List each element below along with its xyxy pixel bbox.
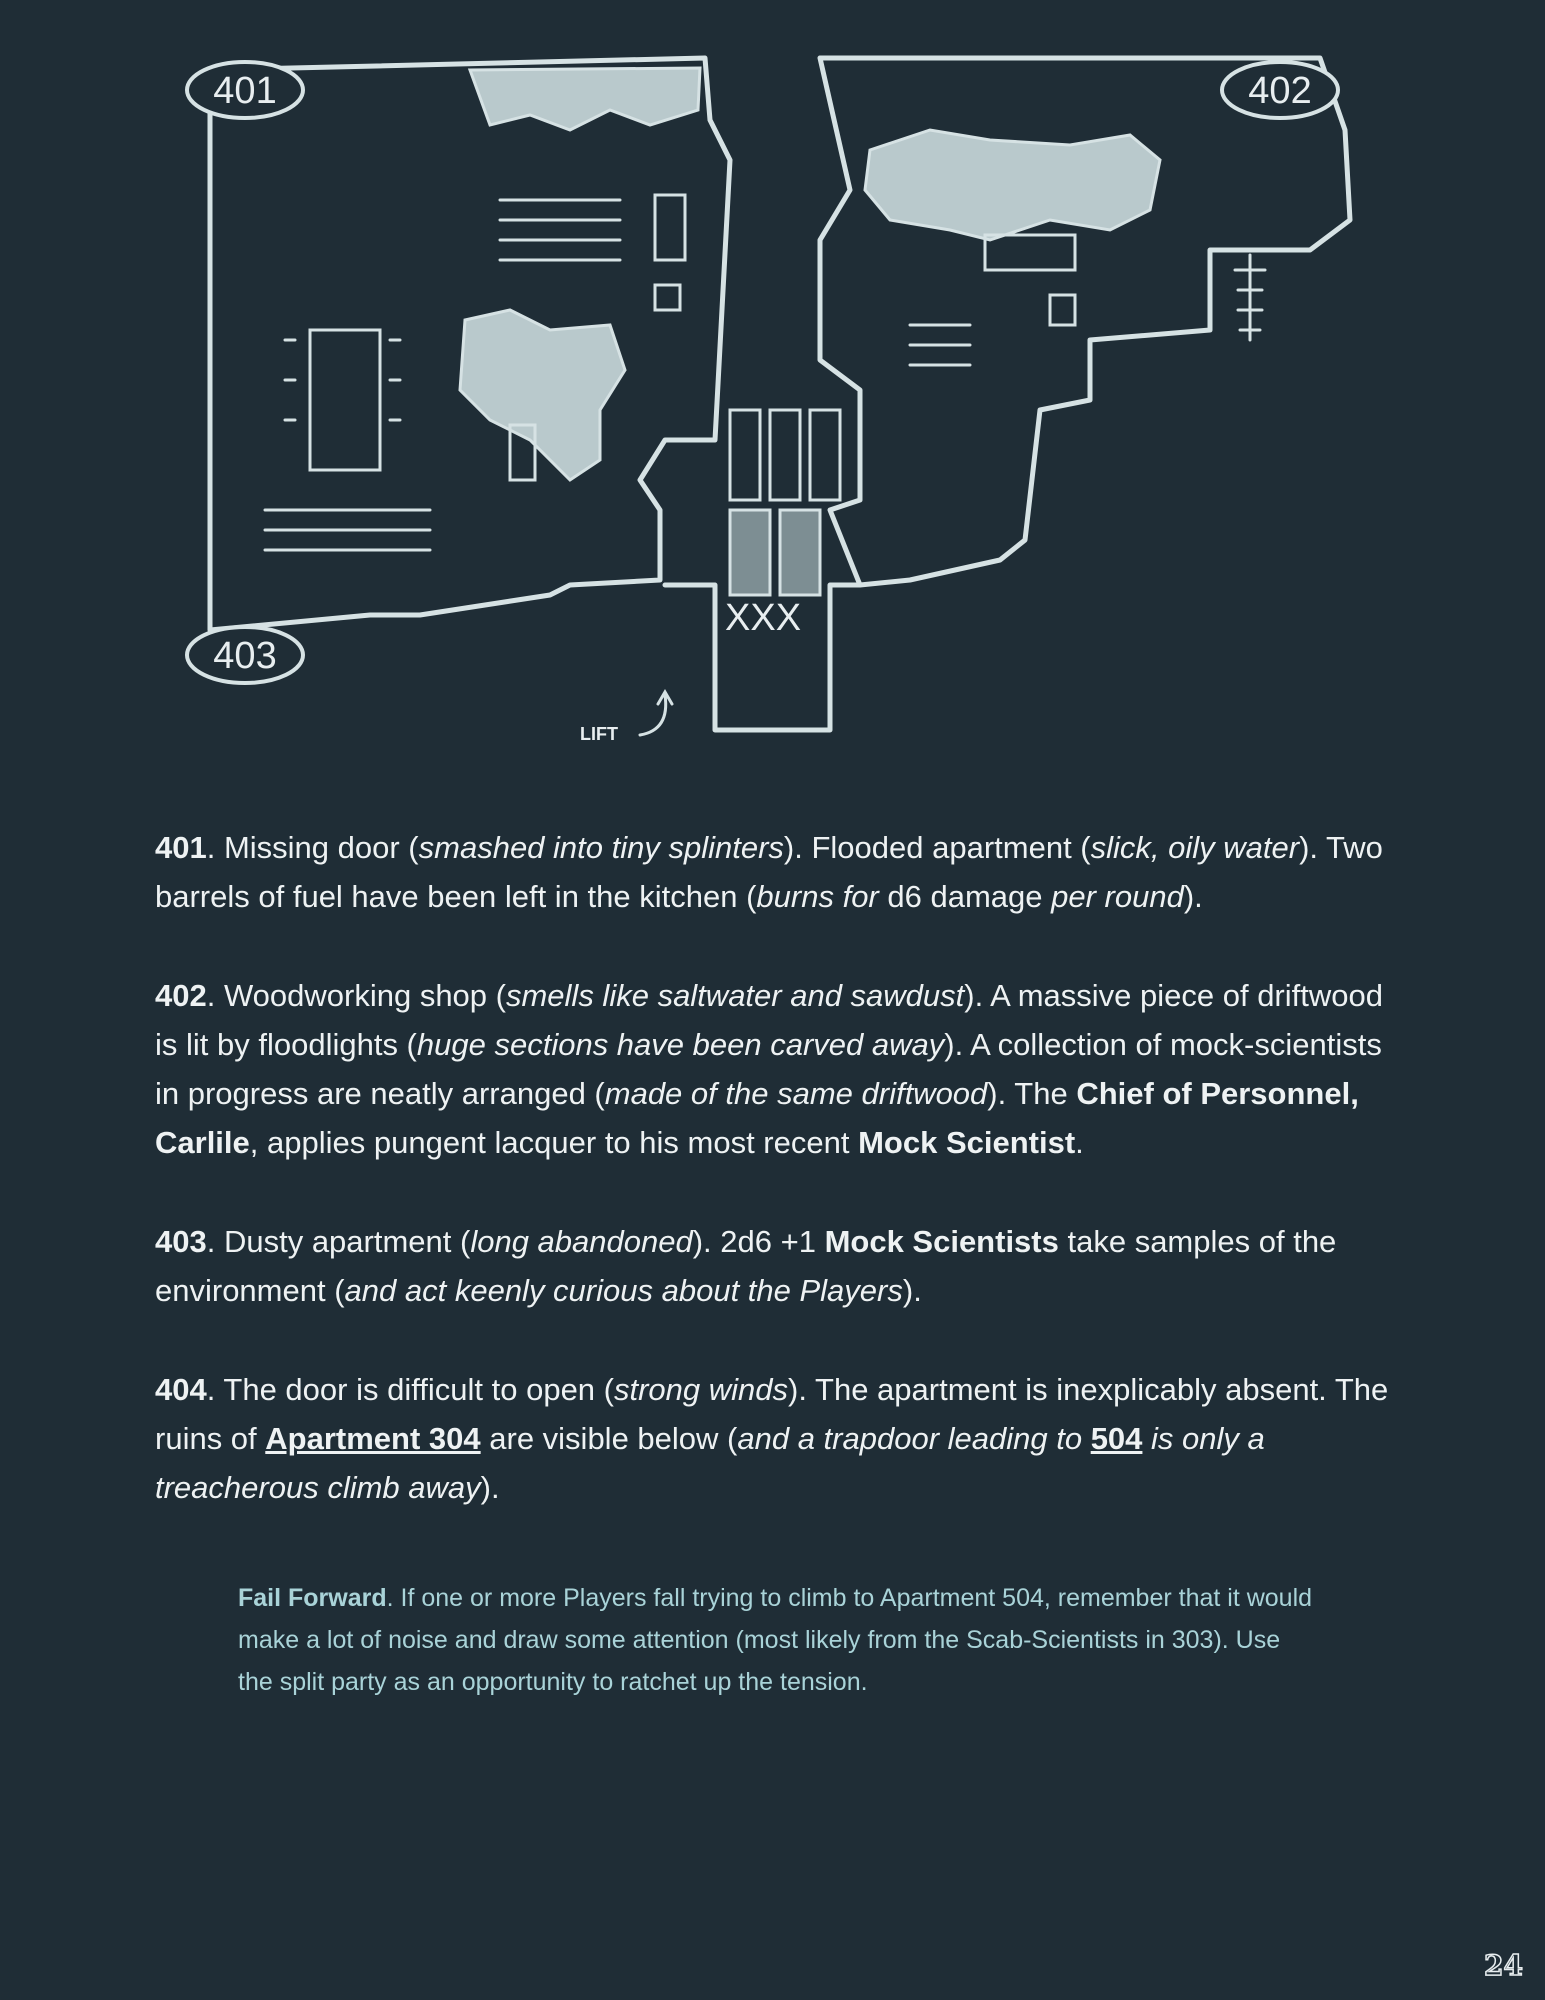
italic-note: per round: [1051, 879, 1184, 914]
entry-402: 402. Woodworking shop (smells like saltw…: [155, 971, 1395, 1167]
apartment-304-link[interactable]: Apartment 304: [265, 1421, 481, 1456]
map-walls-401-403: [207, 55, 733, 633]
sidebar-text: . If one or more Players fall trying to …: [238, 1584, 1313, 1696]
text: ). A collection of mock-scientists in pr…: [155, 1027, 1382, 1111]
map-top-water: [467, 66, 702, 132]
sidebar-title: Fail Forward: [238, 1584, 387, 1612]
text: ).: [1183, 879, 1203, 914]
map-stairs: [728, 408, 842, 597]
room-504-link[interactable]: 504: [1090, 1421, 1143, 1456]
text: , applies pungent lacquer to his most re…: [249, 1125, 859, 1160]
svg-text:401: 401: [213, 70, 276, 112]
italic-note: long abandoned: [470, 1224, 693, 1259]
map-lift-label: LIFT: [580, 689, 674, 744]
italic-note: and act keenly curious about the Players: [344, 1273, 903, 1308]
italic-note: made of the same driftwood: [604, 1076, 988, 1111]
text: ).: [902, 1273, 922, 1308]
italic-note: smells like saltwater and sawdust: [505, 978, 965, 1013]
map-shelves: [263, 193, 1077, 552]
creature-name: Mock Scientists: [824, 1224, 1059, 1259]
italic-note: is only a treacherous climb away: [155, 1421, 1265, 1505]
map-walls-402: [817, 55, 1353, 588]
text: are visible below (: [480, 1421, 738, 1456]
text: ). Flooded apartment (: [783, 830, 1091, 865]
room-number: 403: [155, 1224, 207, 1259]
map-label-402: 402: [1220, 60, 1340, 120]
map-floodlight: [1233, 253, 1267, 342]
text: ). 2d6 +1: [692, 1224, 825, 1259]
text: ). The apartment is inexplicably absent.…: [155, 1372, 1389, 1456]
text: d6 damage: [878, 879, 1052, 914]
map-corridor: [662, 582, 863, 733]
italic-note: slick, oily water: [1090, 830, 1300, 865]
entry-404: 404. The door is difficult to open (stro…: [155, 1365, 1395, 1512]
text: . Woodworking shop (: [206, 978, 506, 1013]
italic-note: smashed into tiny splinters: [418, 830, 784, 865]
svg-text:LIFT: LIFT: [580, 724, 618, 744]
italic-note: huge sections have been carved away: [416, 1027, 945, 1062]
room-number: 401: [155, 830, 207, 865]
map-label-403: 403: [185, 625, 305, 685]
page-number: 24: [1483, 1948, 1523, 1983]
entry-401: 401. Missing door (smashed into tiny spl…: [155, 823, 1395, 921]
map-dining-table: [283, 328, 402, 472]
svg-text:403: 403: [213, 635, 276, 677]
text: . Missing door (: [206, 830, 419, 865]
creature-name: Mock Scientist: [858, 1125, 1076, 1160]
entry-403: 403. Dusty apartment (long abandoned). 2…: [155, 1217, 1395, 1315]
npc-name: Chief of Personnel, Carlile: [155, 1076, 1359, 1160]
room-number: 404: [155, 1372, 207, 1407]
italic-note: and a trapdoor leading to: [737, 1421, 1091, 1456]
italic-note: strong winds: [614, 1372, 789, 1407]
fail-forward-sidebar: Fail Forward. If one or more Players fal…: [238, 1577, 1318, 1703]
map-driftwood: [863, 128, 1162, 242]
text: ). A massive piece of driftwood is lit b…: [155, 978, 1383, 1062]
text: ).: [480, 1470, 500, 1505]
text: .: [1075, 1125, 1084, 1160]
map-label-401: 401: [185, 60, 305, 120]
text: ). The: [987, 1076, 1077, 1111]
map-flooded-water: [458, 308, 627, 482]
svg-text:402: 402: [1248, 70, 1311, 112]
text: take samples of the environment (: [155, 1224, 1337, 1308]
floor-map: XXX 401 402 403 LIFT: [185, 55, 1353, 744]
room-number: 402: [155, 978, 207, 1013]
text: . The door is difficult to open (: [206, 1372, 614, 1407]
text: . Dusty apartment (: [206, 1224, 471, 1259]
italic-note: burns for: [756, 879, 879, 914]
text: ). Two barrels of fuel have been left in…: [155, 830, 1383, 914]
map-x-marks: XXX: [725, 597, 801, 639]
